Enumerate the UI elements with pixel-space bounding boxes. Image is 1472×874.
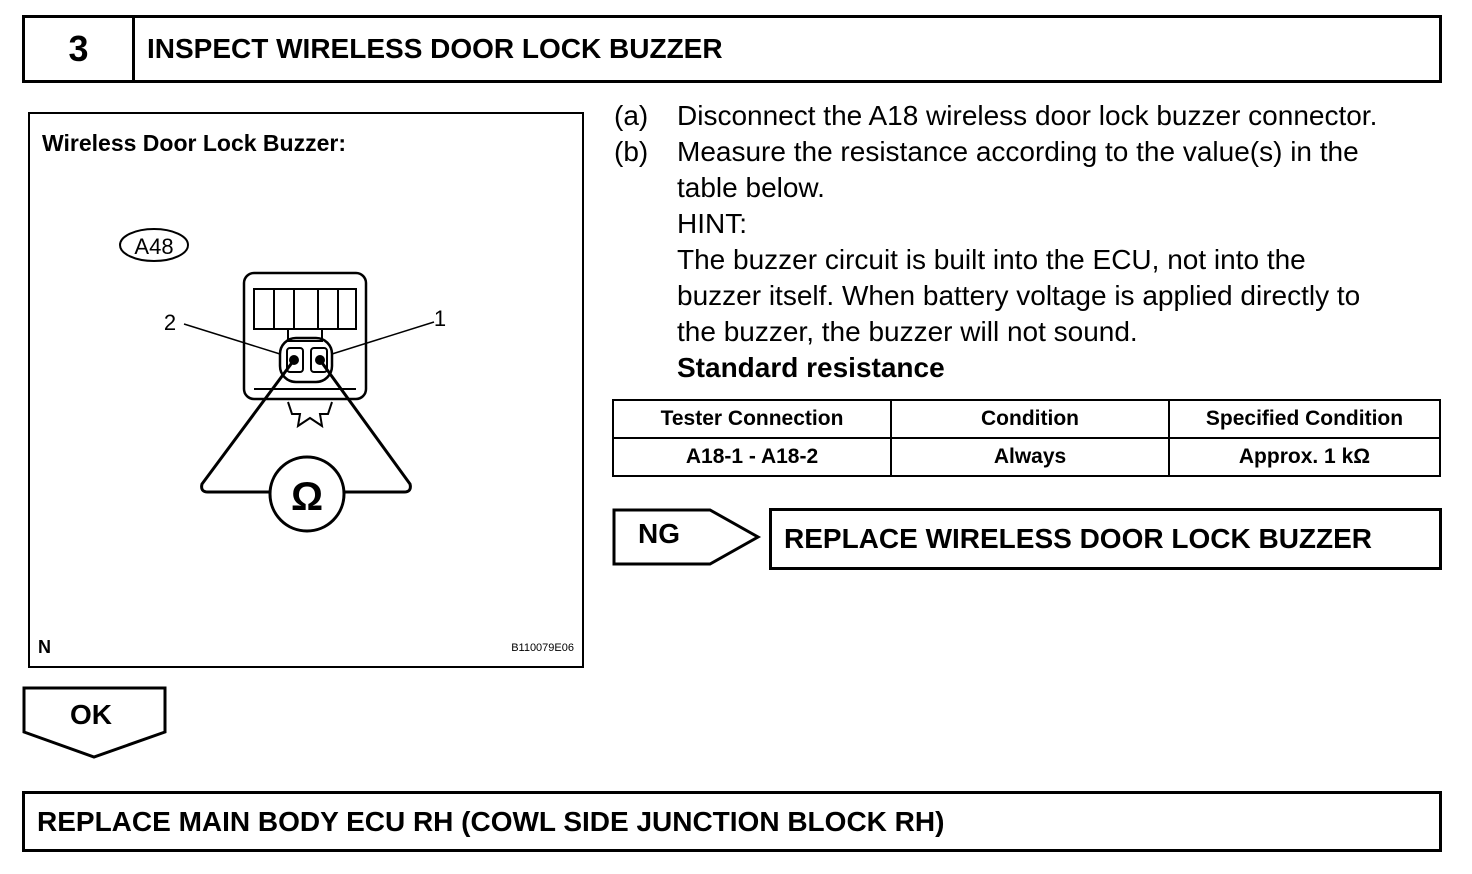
connector-top-slot bbox=[253, 288, 357, 330]
connector-body bbox=[242, 271, 368, 401]
probe-lead-right bbox=[318, 359, 412, 494]
figure-code: B110079E06 bbox=[511, 642, 574, 654]
instruction-a-text: Disconnect the A18 wireless door lock bu… bbox=[677, 100, 1378, 131]
hint-line2: buzzer itself. When battery voltage is a… bbox=[677, 280, 1361, 311]
table-cell: Always bbox=[890, 437, 1170, 477]
figure-title: Wireless Door Lock Buzzer: bbox=[42, 130, 346, 156]
connector-figure: A48 2 1 Ω Wireless Door Lock Buzzer: N B… bbox=[28, 112, 584, 668]
ng-label: NG bbox=[638, 518, 680, 549]
instruction-b-label: (b) bbox=[614, 136, 649, 167]
instruction-b-line1: Measure the resistance according to the … bbox=[677, 136, 1359, 167]
table-header: Condition bbox=[890, 399, 1170, 439]
step-number: 3 bbox=[25, 18, 135, 80]
instruction-a-label: (a) bbox=[614, 100, 649, 131]
connector-clip bbox=[287, 401, 333, 429]
spec-table: Tester Connection Condition Specified Co… bbox=[612, 399, 1441, 477]
hint-label: HINT: bbox=[677, 208, 747, 239]
figure-corner-label: N bbox=[38, 637, 51, 657]
terminal-1 bbox=[310, 347, 328, 373]
table-row: A18-1 - A18-2 Always Approx. 1 kΩ bbox=[612, 437, 1441, 477]
pin-1-leader bbox=[331, 321, 435, 355]
ok-label: OK bbox=[70, 699, 112, 730]
instruction-b-line2: table below. bbox=[677, 172, 825, 203]
ohm-icon: Ω bbox=[291, 475, 323, 519]
hint-line3: the buzzer, the buzzer will not sound. bbox=[677, 316, 1138, 347]
pin-1-label: 1 bbox=[434, 306, 446, 331]
step-header: 3 INSPECT WIRELESS DOOR LOCK BUZZER bbox=[22, 15, 1442, 83]
connector-diagram: A48 2 1 Ω bbox=[119, 228, 446, 533]
probe-lead-left bbox=[200, 359, 296, 494]
table-header: Tester Connection bbox=[612, 399, 892, 439]
standard-resistance-label: Standard resistance bbox=[677, 352, 945, 383]
table-header: Specified Condition bbox=[1168, 399, 1441, 439]
ng-arrow-icon bbox=[612, 508, 762, 566]
ohmmeter bbox=[268, 455, 346, 533]
table-cell: Approx. 1 kΩ bbox=[1168, 437, 1441, 477]
table-header-row: Tester Connection Condition Specified Co… bbox=[612, 399, 1441, 439]
step-title: INSPECT WIRELESS DOOR LOCK BUZZER bbox=[147, 33, 723, 64]
connector-lock-tab bbox=[287, 328, 323, 342]
pin-2-label: 2 bbox=[164, 310, 176, 335]
final-result-box: REPLACE MAIN BODY ECU RH (COWL SIDE JUNC… bbox=[22, 791, 1442, 852]
pin-2-leader bbox=[183, 323, 281, 355]
table-cell: A18-1 - A18-2 bbox=[612, 437, 892, 477]
connector-tag-oval bbox=[119, 228, 189, 262]
connector-tag-text: A48 bbox=[134, 234, 173, 259]
connector-cavity bbox=[278, 336, 334, 384]
ng-result-box: REPLACE WIRELESS DOOR LOCK BUZZER bbox=[769, 508, 1442, 570]
hint-line1: The buzzer circuit is built into the ECU… bbox=[677, 244, 1306, 275]
terminal-2 bbox=[286, 347, 304, 373]
ok-arrow-icon bbox=[22, 686, 167, 759]
